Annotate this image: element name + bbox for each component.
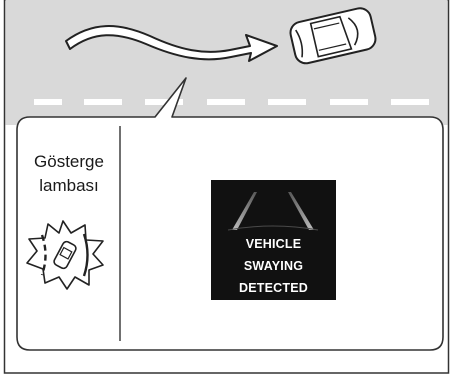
- display-message-line1: VEHICLE: [211, 237, 336, 251]
- indicator-label-line1: Gösterge: [19, 150, 119, 174]
- indicator-label-line2: lambası: [19, 174, 119, 198]
- display-message-line3: DETECTED: [211, 281, 336, 295]
- indicator-label: Gösterge lambası: [19, 150, 119, 198]
- display-message-line2: SWAYING: [211, 259, 336, 273]
- road-surface: [6, 0, 448, 125]
